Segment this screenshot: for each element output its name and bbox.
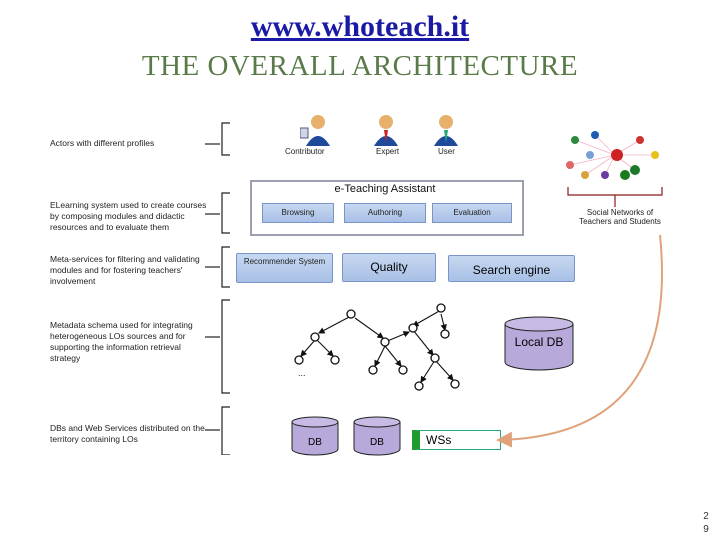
brackets — [205, 122, 230, 455]
actor-expert-label: Expert — [376, 147, 400, 156]
db-cylinder-2[interactable] — [352, 415, 402, 457]
social-network-icon — [566, 131, 659, 180]
eteaching-frame — [250, 180, 524, 236]
local-db-label: Local DB — [514, 335, 564, 349]
quality-box[interactable]: Quality — [342, 253, 436, 282]
authoring-box[interactable]: Authoring — [344, 203, 426, 223]
social-to-wss-arrow — [496, 234, 663, 448]
metadata-graph — [294, 303, 460, 391]
recommender-label: Recommender System — [243, 257, 326, 266]
actor-contributor-label: Contributor — [285, 147, 325, 156]
local-db-cylinder[interactable] — [503, 316, 575, 372]
recommender-box[interactable]: Recommender System — [236, 253, 333, 283]
db-cylinder-1[interactable] — [290, 415, 340, 457]
db-label-1: DB — [308, 437, 322, 448]
actor-icons — [300, 115, 458, 146]
social-network-label: Social Networks of Teachers and Students — [579, 208, 661, 226]
page-number: 2 9 — [703, 511, 709, 535]
left-label-dbs: DBs and Web Services distributed on the … — [50, 423, 205, 444]
left-label-meta-services: Meta-services for filtering and validati… — [50, 254, 200, 286]
eteaching-title: e-Teaching Assistant — [334, 183, 436, 195]
contributor-icon — [300, 115, 330, 146]
evaluation-box[interactable]: Evaluation — [432, 203, 512, 223]
user-icon — [434, 115, 458, 146]
page-title-url[interactable]: www.whoteach.it — [250, 10, 470, 43]
left-label-metadata: Metadata schema used for integrating het… — [50, 320, 193, 363]
expert-icon — [374, 115, 398, 146]
left-label-actors: Actors with different profiles — [50, 138, 155, 148]
wss-box[interactable]: WSs — [412, 430, 501, 450]
graph-ellipsis: ... — [298, 368, 306, 378]
actor-user-label: User — [438, 147, 455, 156]
social-bracket — [567, 187, 663, 207]
db-label-2: DB — [370, 437, 384, 448]
left-label-elearning: ELearning system used to create courses … — [50, 200, 207, 232]
wss-label: WSs — [426, 433, 452, 447]
page-title: THE OVERALL ARCHITECTURE — [141, 50, 579, 82]
search-engine-box[interactable]: Search engine — [448, 255, 575, 282]
browsing-box[interactable]: Browsing — [262, 203, 334, 223]
